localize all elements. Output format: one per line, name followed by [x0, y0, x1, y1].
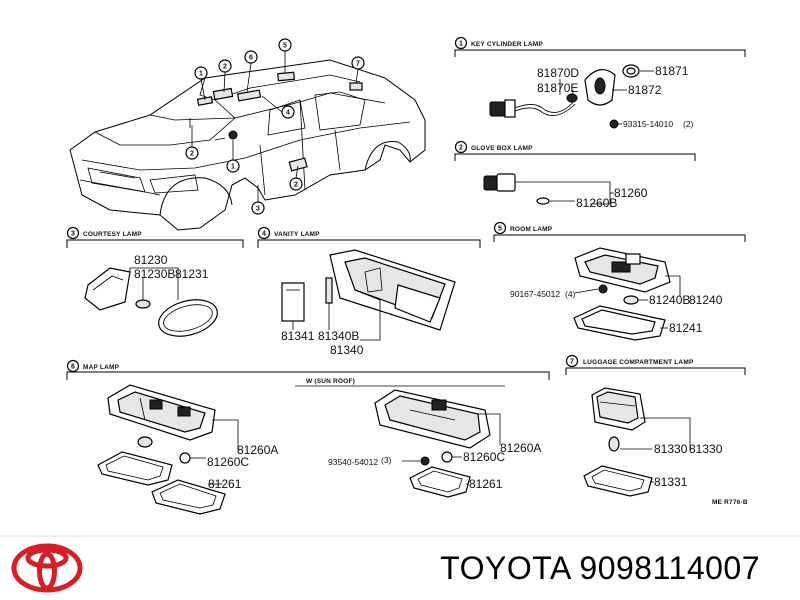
svg-text:4: 4 [262, 231, 266, 238]
part-81871: 81871 [655, 64, 689, 78]
car-callouts: 1 2 6 5 7 4 2 1 2 3 [185, 38, 365, 215]
callout-3b: 3 [256, 206, 260, 213]
footer-part-label: TOYOTA 9098114007 [440, 550, 760, 587]
car-illustration [69, 59, 426, 231]
svg-text:7: 7 [570, 359, 574, 366]
brand-name: TOYOTA [440, 550, 571, 586]
part-81341: 81341 [281, 329, 315, 343]
part-81231: 81231 [175, 267, 209, 281]
car-leaders [191, 51, 359, 203]
callout-1: 1 [231, 164, 235, 171]
svg-text:6: 6 [71, 364, 75, 371]
part-number: 9098114007 [579, 550, 760, 586]
section-title: VANITY LAMP [274, 231, 320, 238]
part-81870D: 81870D [537, 66, 579, 80]
callout-5: 5 [283, 43, 287, 50]
reference-code: ME R776-B [712, 499, 748, 506]
section-title: MAP LAMP [83, 364, 120, 371]
part-81340B: 81340B [318, 329, 359, 343]
section-title: ROOM LAMP [510, 226, 553, 233]
part-81240: 81240 [689, 293, 723, 307]
part-81261-left: 81261 [208, 477, 242, 491]
part-93540-54012: 93540-54012 [328, 457, 378, 467]
part-93315-14010: 93315-14010 [623, 119, 673, 129]
part-81230B: 81230B [134, 267, 175, 281]
callout-3: 1 [199, 71, 203, 78]
part-81260B: 81260B [576, 196, 617, 210]
part-81260C-left: 81260C [207, 455, 249, 469]
section-map-lamp: 6 MAP LAMP W (SUN ROOF) 81260A 81260C 81… [66, 359, 550, 515]
callout-2b: 2 [294, 182, 298, 189]
section-courtesy-lamp: 3 COURTESY LAMP 81230 81230B 81231 [66, 226, 244, 337]
svg-text:5: 5 [498, 226, 502, 233]
toyota-logo [11, 543, 83, 593]
part-81260A-right: 81260A [500, 441, 541, 455]
part-81240B: 81240B [649, 293, 690, 307]
part-81260C-right: 81260C [463, 450, 505, 464]
callout-4: 2 [223, 64, 227, 71]
qty-3: (3) [381, 455, 392, 465]
section-room-lamp: 5 ROOM LAMP 90167-45012 (4) 81240B 81240… [493, 221, 746, 341]
part-81872: 81872 [628, 83, 662, 97]
qty-2: (2) [683, 119, 694, 129]
section-key-cylinder-lamp: 1 KEY CYLINDER LAMP 81870D 81870E 81871 … [454, 36, 746, 129]
part-81260A-left: 81260A [237, 443, 278, 457]
svg-text:2: 2 [459, 145, 463, 152]
part-81870E: 81870E [537, 81, 578, 95]
callout-2: 2 [190, 151, 194, 158]
section-title: KEY CYLINDER LAMP [471, 41, 543, 48]
callout-6: 6 [249, 55, 253, 62]
part-81261-right: 81261 [469, 477, 503, 491]
section-subtitle: W (SUN ROOF) [306, 378, 355, 385]
section-luggage-compartment-lamp: 7 LUGGAGE COMPARTMENT LAMP 81330 81330 8… [565, 354, 746, 497]
part-81330-b: 81330 [689, 442, 723, 456]
qty-4: (4) [565, 289, 576, 299]
callout-7: 7 [356, 61, 360, 68]
section-vanity-lamp: 4 VANITY LAMP 81341 81340B 81340 [257, 226, 481, 357]
callout-4b: 4 [286, 110, 290, 117]
svg-text:3: 3 [71, 231, 75, 238]
part-81260: 81260 [614, 186, 648, 200]
section-title: COURTESY LAMP [83, 231, 142, 238]
part-81241: 81241 [669, 321, 703, 335]
svg-text:1: 1 [459, 41, 463, 48]
part-90167-45012: 90167-45012 [510, 289, 560, 299]
part-81230: 81230 [134, 253, 168, 267]
section-title: GLOVE BOX LAMP [471, 145, 533, 152]
part-81340: 81340 [330, 343, 364, 357]
part-81330-a: 81330 [654, 442, 688, 456]
section-glove-box-lamp: 2 GLOVE BOX LAMP 81260 81260B [454, 140, 696, 210]
part-81331: 81331 [654, 475, 688, 489]
section-title: LUGGAGE COMPARTMENT LAMP [583, 359, 694, 366]
